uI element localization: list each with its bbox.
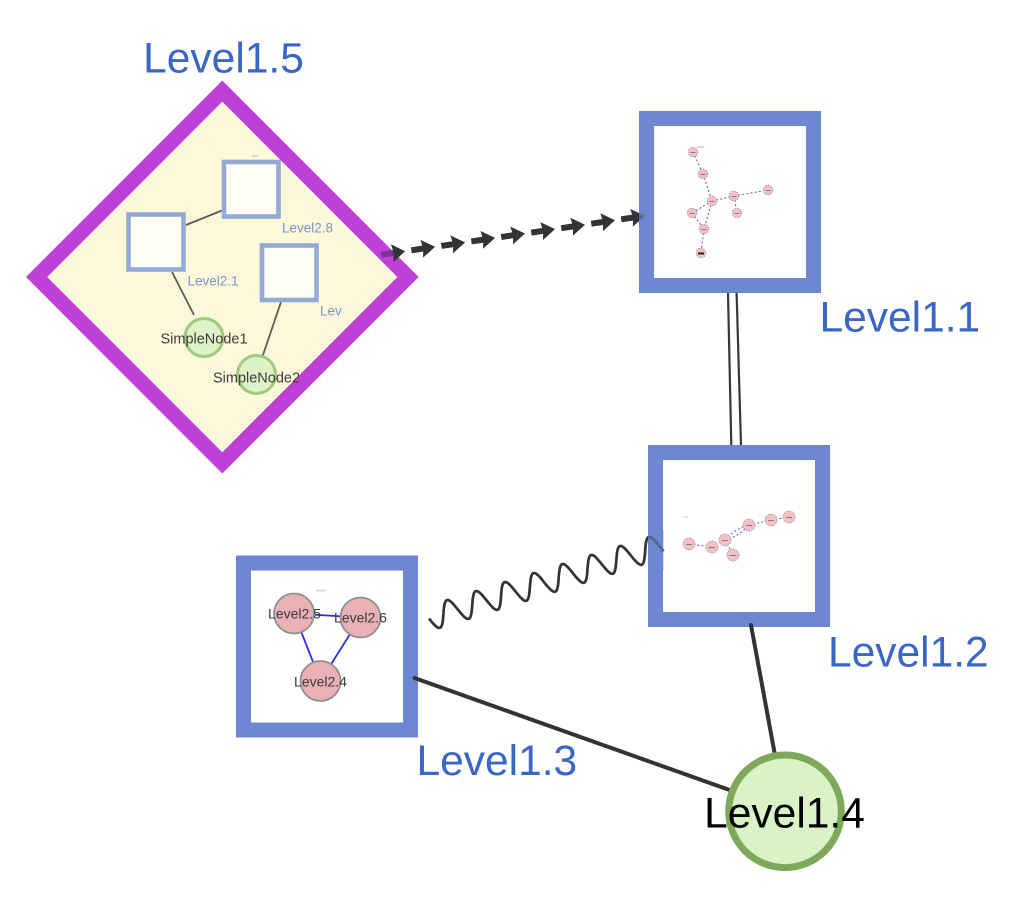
svg-text:Level1.5: Level1.5 bbox=[143, 36, 304, 83]
svg-text:SimpleNode2: SimpleNode2 bbox=[213, 370, 300, 386]
svg-text:Level1.1: Level1.1 bbox=[820, 295, 981, 342]
svg-text:Level2.4: Level2.4 bbox=[294, 674, 347, 690]
svg-text:Level2.8: Level2.8 bbox=[282, 221, 333, 236]
svg-text:Level1.2: Level1.2 bbox=[828, 630, 989, 677]
svg-text:SimpleNode1: SimpleNode1 bbox=[160, 331, 247, 347]
svg-text:Level2.6: Level2.6 bbox=[334, 610, 387, 626]
svg-text:Level2.5: Level2.5 bbox=[268, 606, 321, 622]
svg-text:Level2.1: Level2.1 bbox=[188, 274, 239, 289]
svg-text:Lev: Lev bbox=[320, 304, 342, 319]
svg-text:Level1.4: Level1.4 bbox=[704, 791, 865, 838]
svg-text:Level1.3: Level1.3 bbox=[417, 738, 578, 785]
